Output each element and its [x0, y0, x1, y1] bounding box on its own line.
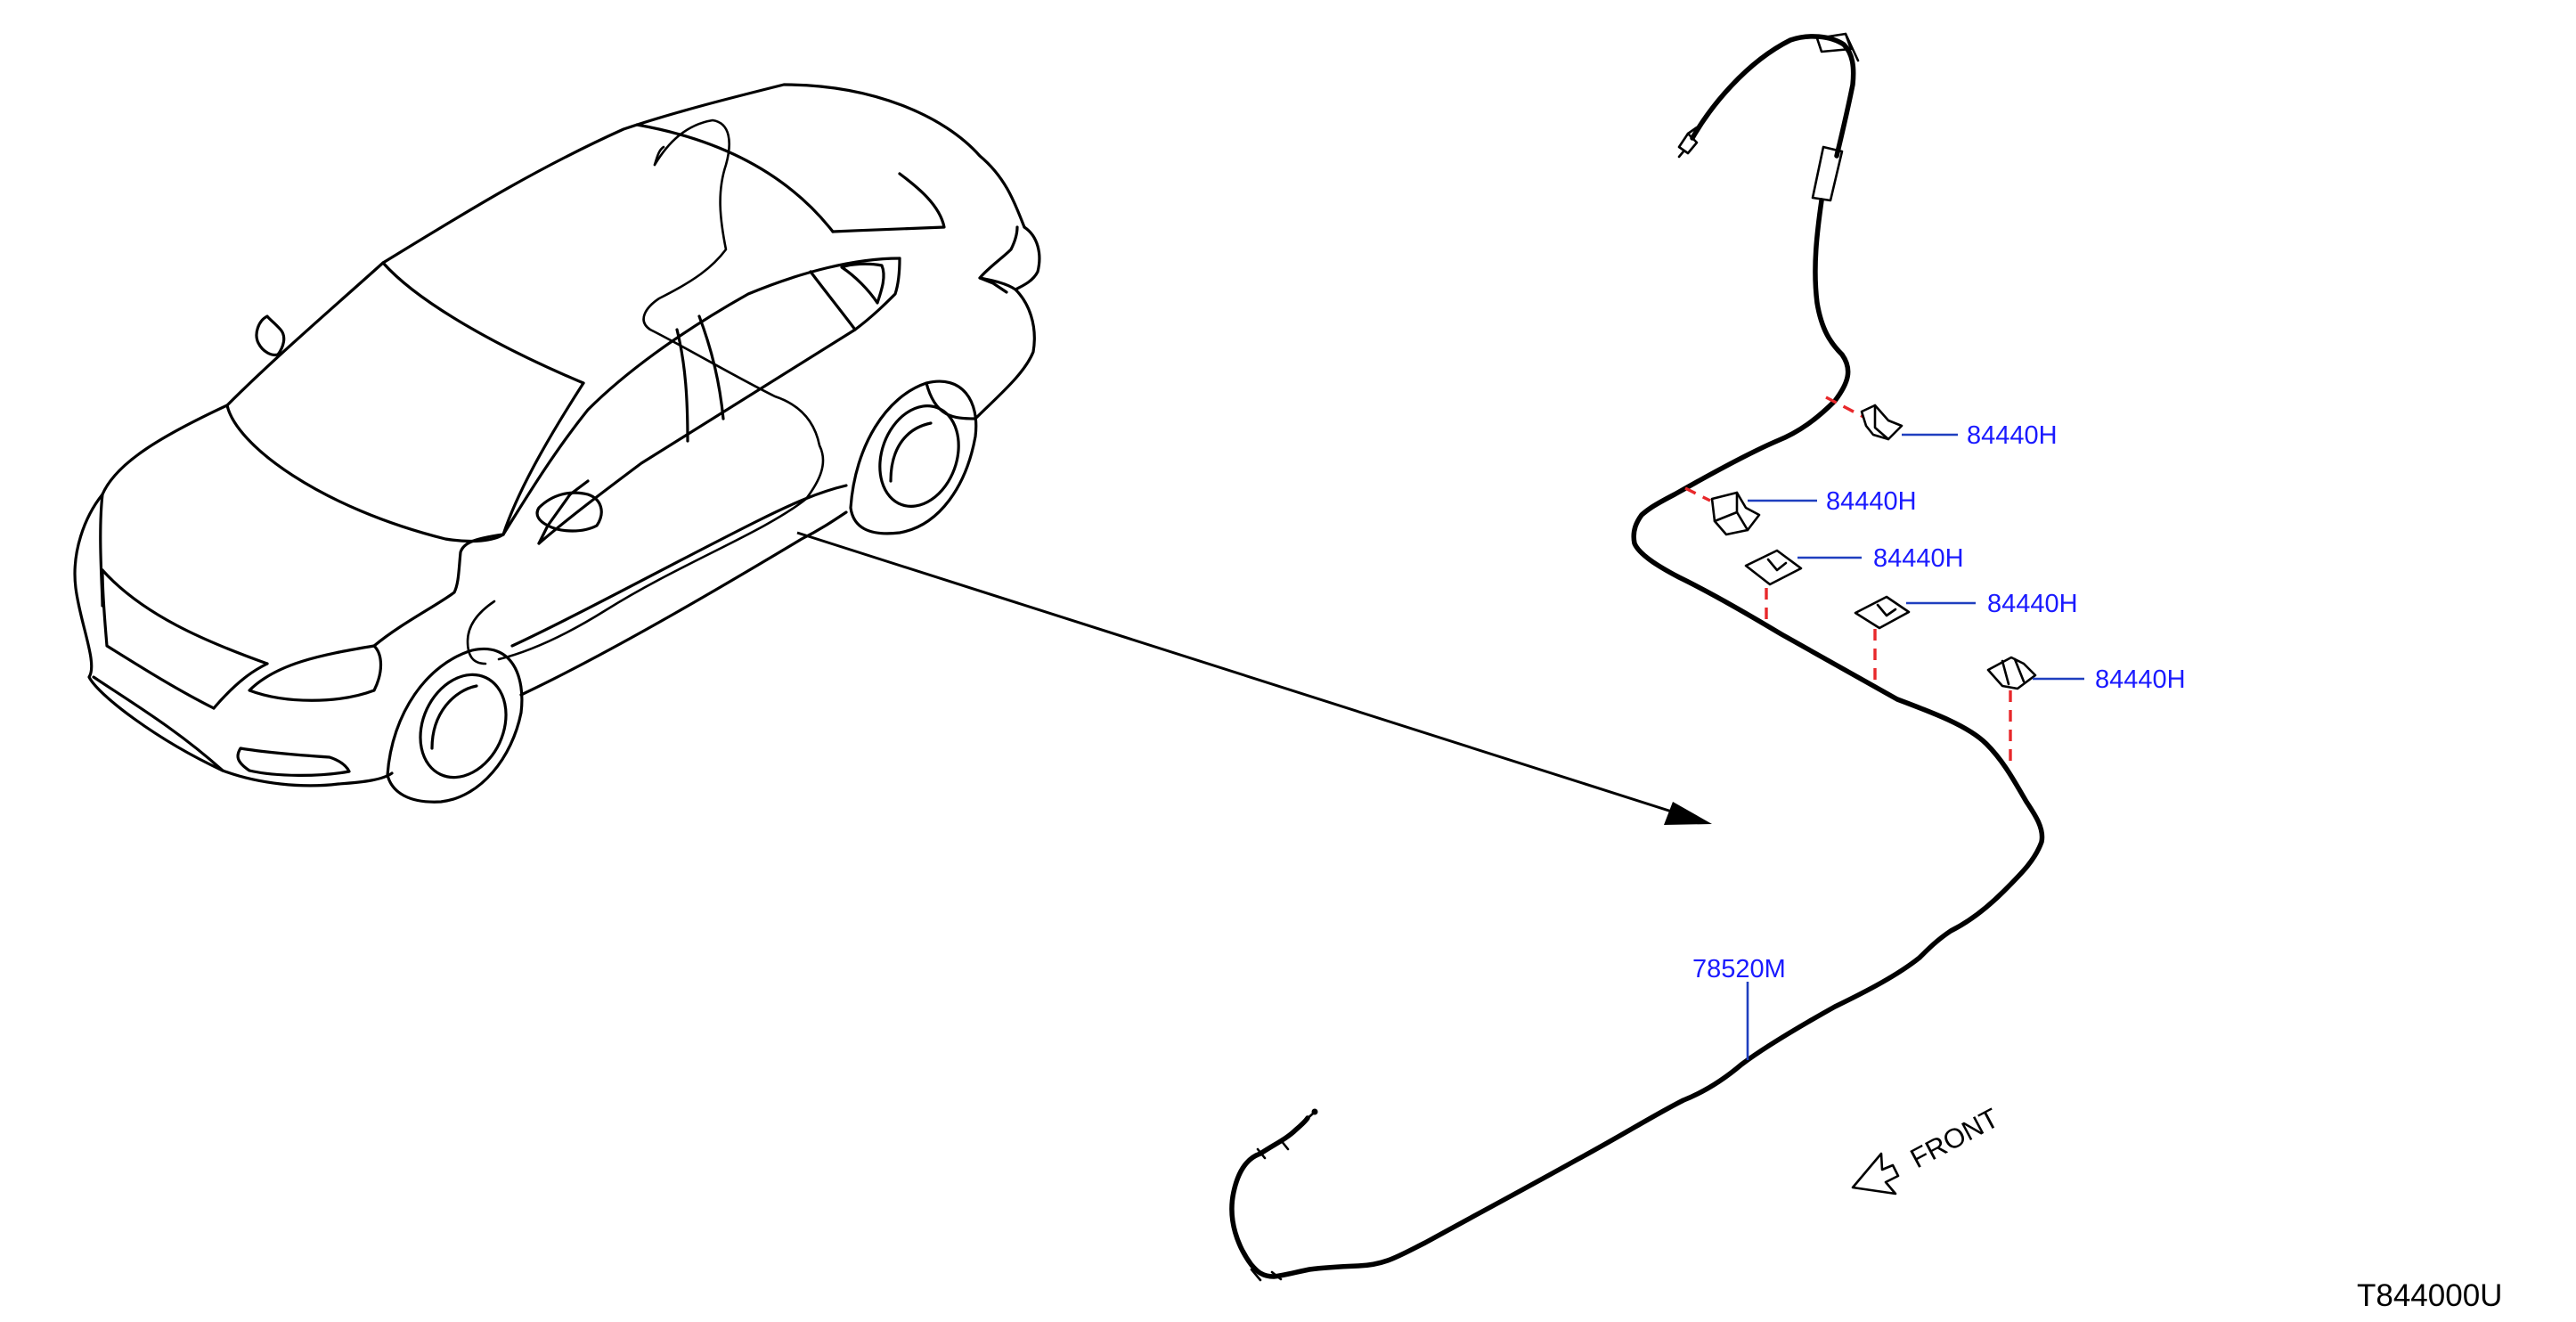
front-arrow-icon	[1851, 1152, 1900, 1196]
clip-3	[1744, 549, 1862, 624]
drawing-code: T844000U	[2357, 1278, 2502, 1313]
car-illustration	[73, 83, 1041, 804]
part-label-harness: 78520M	[1692, 955, 1786, 983]
front-label: FRONT	[1905, 1102, 2004, 1174]
clip-4	[1854, 595, 1976, 686]
part-label-clip-3: 84440H	[1873, 544, 1964, 573]
clip-1	[1825, 396, 1958, 441]
part-label-clip-4: 84440H	[1987, 590, 2078, 618]
clip-5	[1986, 656, 2084, 764]
antenna-feeder-harness	[1229, 32, 2045, 1282]
part-label-clip-5: 84440H	[2095, 665, 2186, 694]
pointer-arrow	[796, 531, 1712, 825]
part-label-clip-2: 84440H	[1826, 487, 1917, 516]
clip-2	[1684, 486, 1817, 536]
part-label-clip-1: 84440H	[1967, 421, 2058, 450]
